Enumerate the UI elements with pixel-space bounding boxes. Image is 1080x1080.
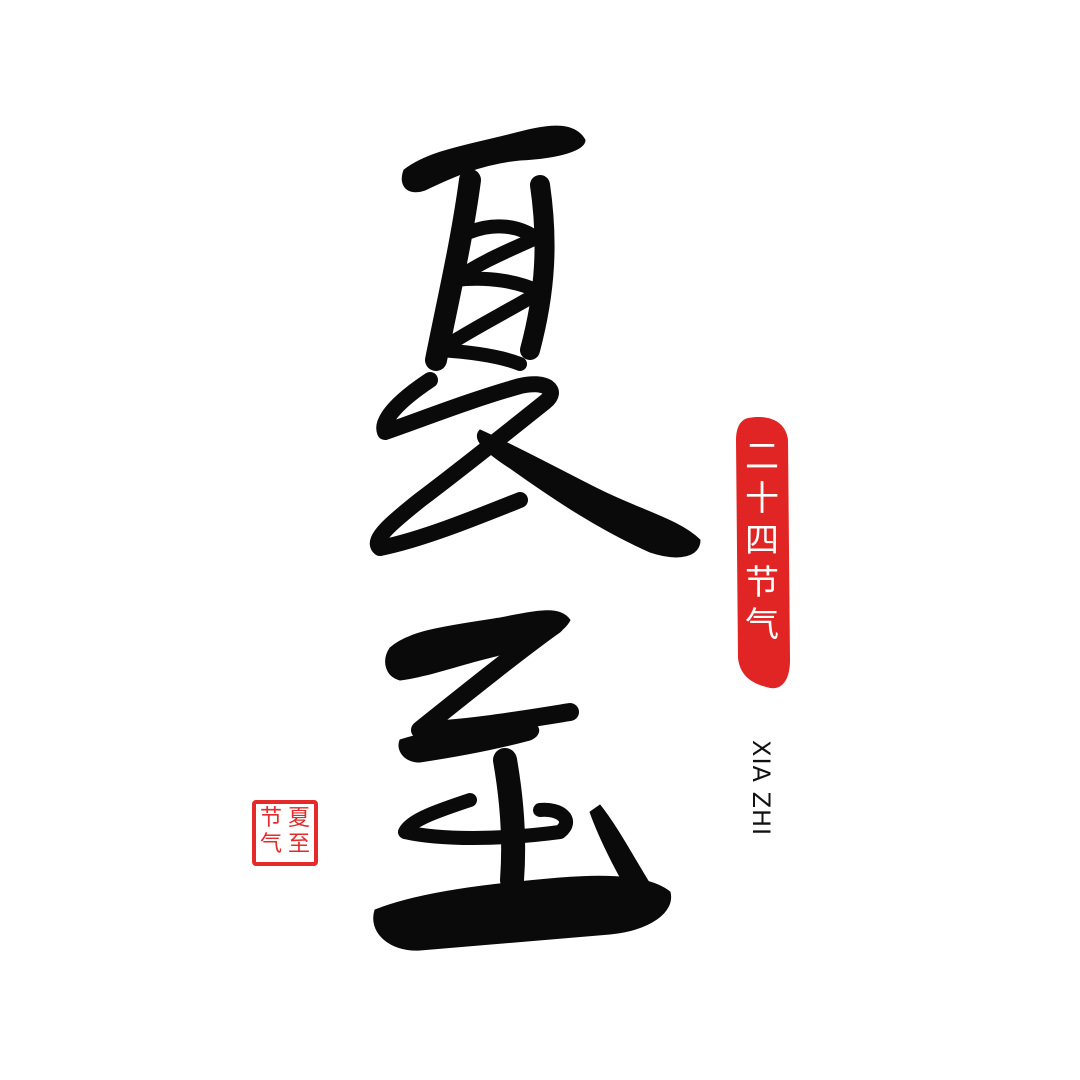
seal-char: 气: [260, 832, 283, 857]
solar-terms-tag: 二 十 四 节 气: [736, 414, 788, 690]
zhi-cross: [398, 793, 573, 845]
seal-left-column: 节 气: [260, 806, 282, 860]
seal-char: 夏: [287, 806, 310, 831]
seal-text: 夏 至 节 气: [260, 806, 310, 860]
solar-terms-tag-text: 二 十 四 节 气: [736, 436, 788, 646]
xia-right-sweep: [477, 429, 701, 558]
zhi-bottom-stroke: [373, 875, 672, 951]
red-tag-shape: [736, 416, 790, 689]
xia-right-stroke: [520, 175, 555, 360]
xia-inner-loop: [433, 219, 547, 371]
tag-char: 四: [745, 521, 779, 561]
xia-lower-sweep: [369, 372, 559, 556]
seal-stamp: 夏 至 节 气: [252, 800, 318, 866]
zhi-vertical: [493, 748, 526, 892]
zhi-right-flick: [589, 804, 661, 911]
xia-left-stroke: [425, 169, 481, 371]
pinyin-label: XIA ZHI: [747, 740, 775, 837]
zhi-middle-stroke: [398, 719, 540, 763]
tag-char: 节: [745, 563, 779, 603]
seal-char: 至: [287, 832, 310, 857]
tag-char: 十: [745, 479, 779, 519]
seal-char: 节: [260, 806, 283, 831]
tag-char: 气: [745, 605, 779, 645]
seal-border: [252, 800, 318, 866]
tag-char: 二: [745, 437, 779, 477]
xia-top-stroke: [401, 125, 586, 193]
seal-right-column: 夏 至: [288, 806, 310, 860]
